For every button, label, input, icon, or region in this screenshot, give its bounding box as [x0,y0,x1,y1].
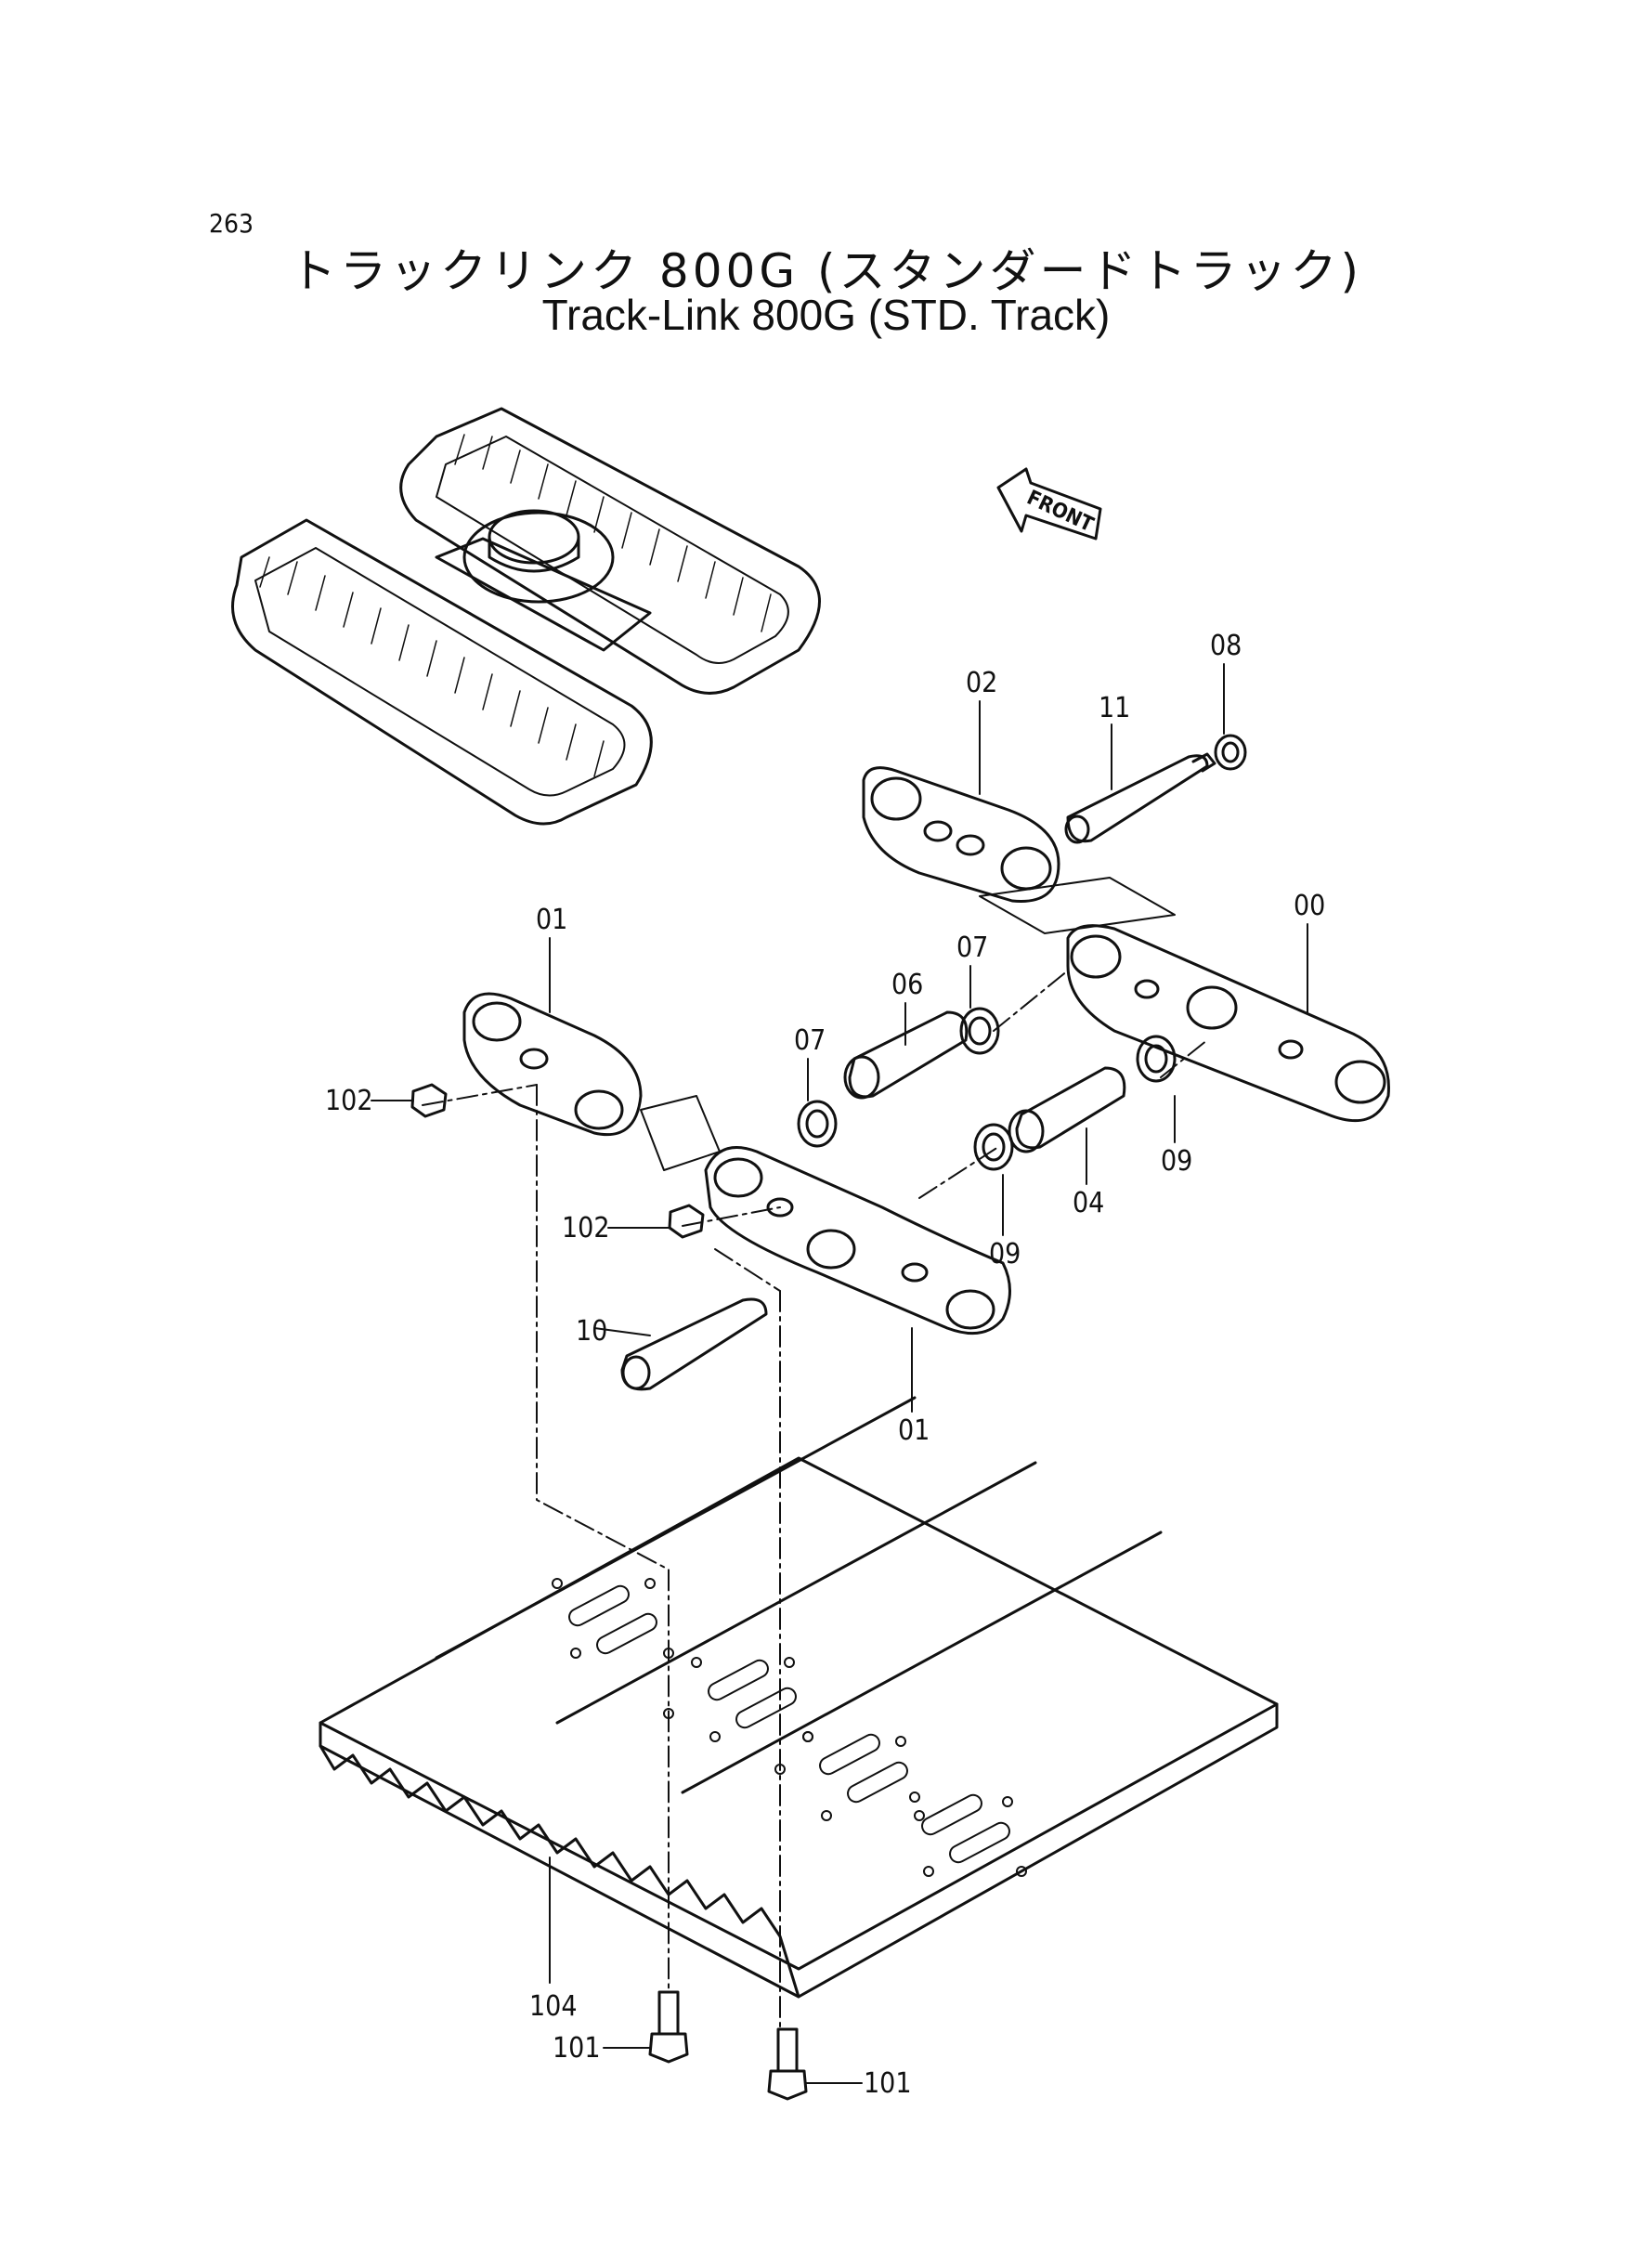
undercarriage-overview-illustration [231,407,821,826]
alignment-lines [422,970,1208,2030]
callout-00: 00 [1294,890,1325,922]
callout-01-lower: 01 [898,1414,930,1447]
nut-102-lower [668,1204,705,1239]
bolt-101-left [648,1990,689,2064]
leader-lines [371,663,1308,2084]
track-link-02 [862,766,1060,903]
seal-09-right [1136,1035,1177,1083]
callout-04: 04 [1073,1187,1104,1219]
callout-07-upper: 07 [956,932,988,964]
shim-plate-upper [979,877,1176,934]
track-link-assembly-00 [1066,924,1390,1123]
page-title-english: Track-Link 800G (STD. Track) [541,291,1111,339]
callout-07-lower: 07 [794,1024,826,1057]
callout-102-lower: 102 [562,1212,610,1244]
lock-ring-08 [1214,734,1247,771]
page-number: 263 [209,208,254,239]
callout-06: 06 [891,969,923,1001]
callout-10: 10 [576,1315,607,1348]
track-pin-10 [620,1297,768,1391]
track-link-01-lower [704,1146,1011,1335]
callout-104: 104 [529,1990,578,2023]
callout-08: 08 [1210,630,1242,662]
callout-09-left: 09 [989,1238,1021,1270]
callout-09-right: 09 [1161,1145,1192,1178]
shim-plate-left [640,1095,721,1171]
track-pin-11 [1064,752,1216,844]
seal-09-left [973,1123,1014,1171]
callout-02: 02 [966,667,997,699]
seal-07-upper [959,1007,1000,1055]
callout-101-right: 101 [864,2067,912,2100]
bolt-101-right [767,2027,808,2101]
track-shoes-104 [319,1396,1279,1999]
nut-102-upper [410,1083,448,1118]
callout-01-upper: 01 [536,904,567,936]
page-title-japanese: トラックリンク 800G (スタンダードトラック) [290,244,1362,298]
callout-101-left: 101 [553,2032,601,2065]
track-link-01-upper [462,992,643,1137]
callout-102-upper: 102 [325,1085,373,1117]
seal-07-lower [797,1100,838,1148]
bushing-06 [843,1010,969,1100]
bushing-04 [1008,1066,1126,1153]
callout-11: 11 [1099,692,1130,724]
front-direction-arrow: FRONT [996,467,1102,541]
